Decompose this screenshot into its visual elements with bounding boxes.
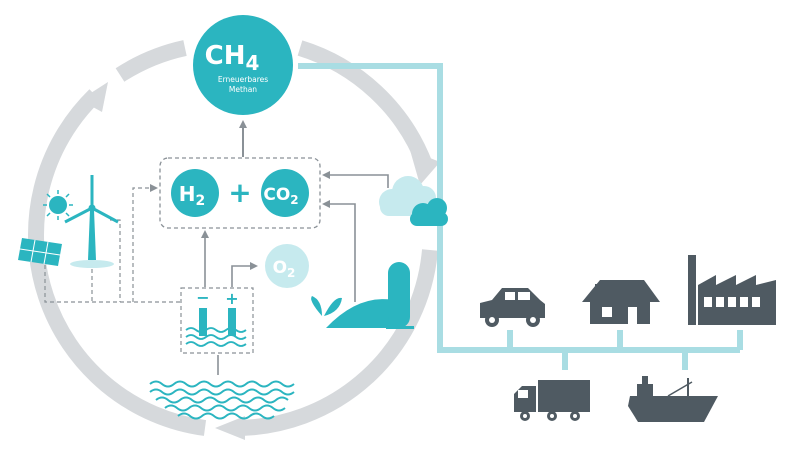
hydrogen-main: H [179,182,196,206]
electrode-cathode [199,308,207,336]
electrolyzer-plus: + [225,289,238,308]
process-arrows [201,171,389,375]
line-turbine-right [110,219,121,302]
arrow-biogas-to-co2 [322,200,356,302]
cycle-arrowhead-right [410,150,440,185]
oxygen-sub: 2 [287,266,295,280]
oxygen-node: O2 [265,244,309,288]
methane-node: CH4 Erneuerbares Methan [193,15,293,115]
methane-label-line1: Erneuerbares [218,75,268,84]
methane-formula-sub: 4 [245,51,259,75]
cycle-arc-bottom-right [234,249,438,437]
carbon-dioxide-sub: 2 [290,193,298,207]
truck-icon [514,380,590,421]
carbon-dioxide-node: CO2 [261,169,309,217]
electrode-anode [228,308,236,336]
cycle-arc-left [28,89,207,436]
svg-text:CO2: CO2 [263,185,298,207]
electrolyzer: − + [180,287,254,354]
sprout-icon [311,296,342,316]
wind-turbine-icon [64,175,119,268]
sun-icon [43,190,73,220]
methane-label-line2: Methan [229,85,257,94]
cycle-arrowhead-left [80,82,108,112]
carbon-dioxide-main: CO [263,185,290,205]
hydrogen-sub: 2 [196,193,206,209]
biogas-plant-icon [326,262,414,329]
water-waves-icon [149,380,295,420]
hydrogen-node: H2 [171,169,219,217]
house-icon [582,280,660,324]
cycle-arrowhead-bottom [215,416,245,440]
electrolyzer-waves [185,327,247,347]
cycle-arc-top-left [115,40,187,82]
cycle-ring [28,40,440,440]
solar-panel-icon [18,238,62,266]
plus-sign: + [228,176,251,209]
svg-text:H2: H2 [179,182,206,209]
factory-icon [688,255,776,325]
arrow-electrolyzer-to-o2 [231,262,258,287]
arrow-cloud-to-co2 [322,171,389,188]
oxygen-main: O [273,258,287,278]
electrolyzer-minus: − [196,288,209,307]
reactant-box [159,157,321,229]
car-icon [480,288,545,327]
methane-formula-main: CH [205,41,246,71]
cycle-arc-right [297,40,433,168]
svg-text:O2: O2 [273,258,296,280]
cloud-icon [379,176,448,226]
line-to-reactant-box [132,184,158,302]
ship-icon [628,376,718,422]
methane-formula: CH4 [205,41,260,75]
line-renewables-to-electrolyzer [44,265,180,303]
